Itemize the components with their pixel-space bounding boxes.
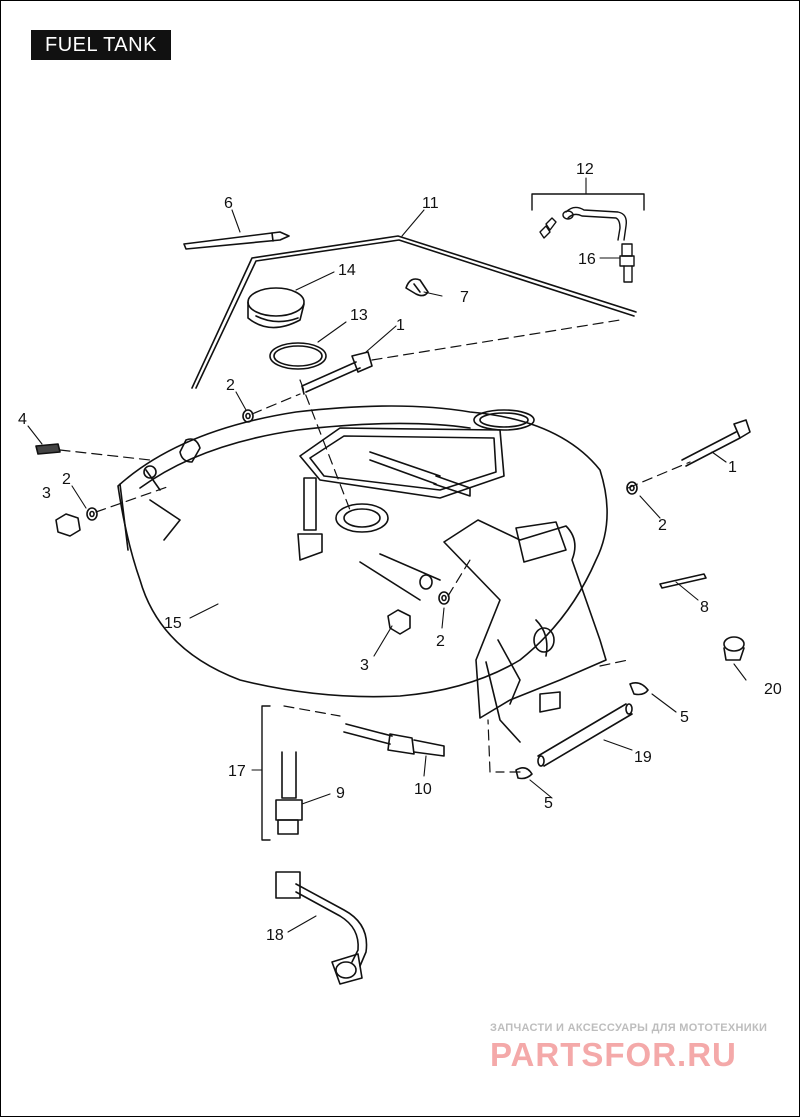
part-clamp [723,636,745,661]
callout-2-right: 2 [658,517,667,534]
callout-7: 7 [460,289,469,306]
part-vent-valve [619,243,635,283]
watermark-tagline: ЗАПЧАСТИ И АКСЕССУАРЫ ДЛЯ МОТОТЕХНИКИ [490,1022,768,1034]
callout-17: 17 [228,763,246,780]
callout-2-left: 2 [62,471,71,488]
part-fuel-cap [247,287,305,329]
callout-12: 12 [576,161,594,178]
callout-1-top: 1 [396,317,405,334]
part-wire-rod [191,235,637,389]
part-hose [537,703,633,767]
part-fuel-tank [117,405,608,698]
part-bolt-left [301,351,373,395]
part-tank-fitting [297,477,323,561]
part-bolt-right [681,419,751,467]
callout-11: 11 [422,195,439,212]
watermark-logo: PARTSFOR.RU [490,1036,737,1073]
callout-leaders [27,177,747,933]
part-j-nut [35,443,61,455]
callout-13: 13 [350,307,368,324]
part-group-bracket [261,705,271,841]
callout-5-right: 5 [680,709,689,726]
part-fuel-line [275,871,368,985]
callout-4: 4 [18,411,27,428]
part-fuel-pump-rod [369,451,471,497]
page-title: FUEL TANK [31,30,171,60]
callout-19: 19 [634,749,652,766]
callout-2-top: 2 [226,377,235,394]
callout-10: 10 [414,781,432,798]
callout-14: 14 [338,262,356,279]
callout-6: 6 [224,195,233,212]
callout-5-bottom: 5 [544,795,553,812]
part-cable-strap [183,231,290,250]
part-clip [405,278,429,297]
part-washers [86,409,638,605]
callout-20: 20 [764,681,782,698]
callout-3-center: 3 [360,657,369,674]
part-nuts [55,513,411,635]
dashed-assembly-lines [59,319,691,773]
part-filler-neck [443,519,607,743]
callout-16: 16 [578,251,596,268]
part-pin [659,573,707,589]
callout-18: 18 [266,927,284,944]
callout-2-center: 2 [436,633,445,650]
part-quick-connect [275,751,303,835]
callout-3-left: 3 [42,485,51,502]
callout-labels: 6 11 12 16 14 13 1 2 4 2 3 7 1 2 8 20 5 … [18,161,782,944]
part-vent-hose [531,193,645,241]
callout-15: 15 [164,615,182,632]
part-hose-clamps [515,682,649,780]
callout-8: 8 [700,599,709,616]
part-fuel-line-fitting [343,723,445,757]
callout-1-right: 1 [728,459,737,476]
part-o-ring [269,342,327,370]
callout-9: 9 [336,785,345,802]
